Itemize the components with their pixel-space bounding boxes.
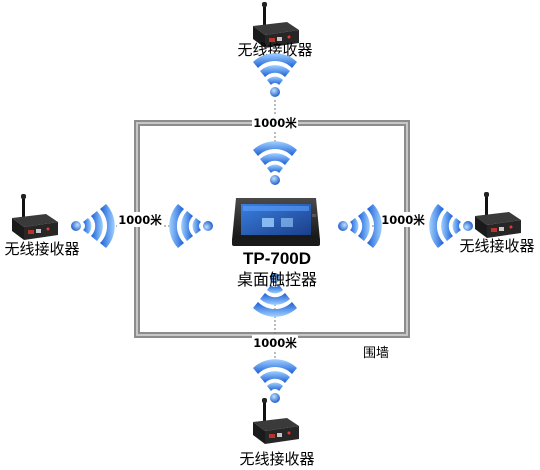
receiver-left: 无线接收器: [4, 194, 80, 258]
distance-label-bottom: 1000米: [253, 336, 297, 350]
distance-label-top: 1000米: [253, 116, 297, 130]
wireless-receiver-icon: [253, 398, 299, 444]
device-model: TP-700D: [243, 249, 311, 268]
distance-label-right: 1000米: [381, 213, 425, 227]
receiver-top: 无线接收器: [237, 2, 313, 59]
wifi-signal-icon: [338, 204, 382, 248]
wifi-signal-icon: [169, 204, 213, 248]
wifi-signal-icon: [253, 53, 297, 97]
receiver-label-left: 无线接收器: [4, 240, 79, 258]
distance-label-left: 1000米: [118, 213, 162, 227]
wireless-receiver-icon: [12, 194, 58, 240]
receiver-label-top: 无线接收器: [237, 41, 312, 59]
wireless-receiver-icon: [475, 192, 521, 238]
fence-label: 围墙: [363, 346, 389, 361]
wifi-signal-icon: [253, 359, 297, 403]
wifi-signal-icon: [253, 141, 297, 185]
receiver-bottom: 无线接收器: [239, 398, 315, 468]
receiver-label-right: 无线接收器: [459, 237, 534, 255]
touch-panel-icon: [232, 198, 320, 246]
device-name: 桌面触控器: [237, 270, 317, 289]
receiver-right: 无线接收器: [459, 192, 535, 255]
receiver-label-bottom: 无线接收器: [239, 450, 314, 468]
